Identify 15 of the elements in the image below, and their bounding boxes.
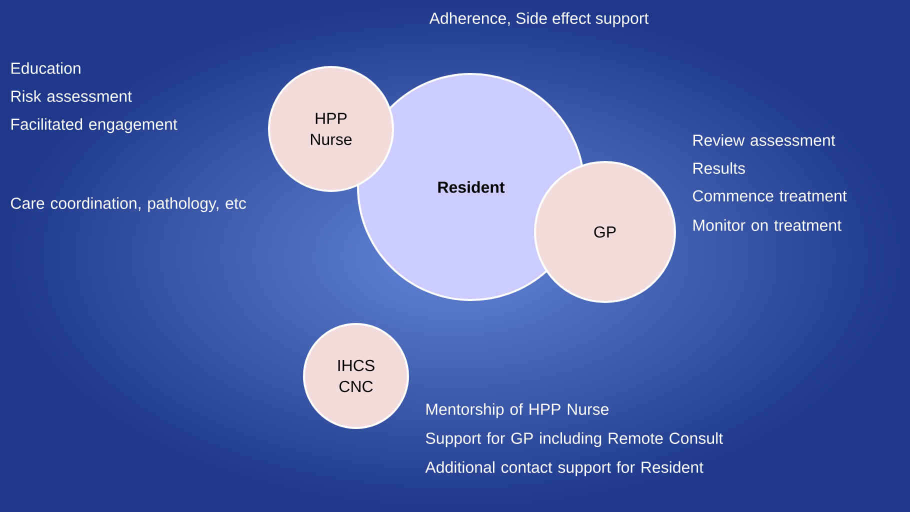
note-text: Education <box>12 62 80 74</box>
note-text: Facilitated engagement <box>12 118 178 134</box>
note-text: Care coordination, pathology, etc <box>11 197 246 212</box>
circle-node: GP <box>534 161 676 303</box>
circle-node: IHCS CNC <box>303 323 409 429</box>
note-text: Mentorship of HPP Nurse <box>426 403 609 418</box>
circle-node: HPP Nurse <box>268 66 394 192</box>
note-text: Support for GP including Remote Consult <box>426 432 723 448</box>
note-text: Risk assessment <box>12 90 132 102</box>
note-text: Monitor on treatment <box>694 219 842 231</box>
note-text: Commence treatment <box>693 190 847 202</box>
note-text: Additional contact support for Resident <box>425 461 704 476</box>
note-text: Review assessment <box>694 134 836 146</box>
note-text: Adherence, Side effect support <box>429 12 649 28</box>
note-text: Results <box>694 162 745 174</box>
